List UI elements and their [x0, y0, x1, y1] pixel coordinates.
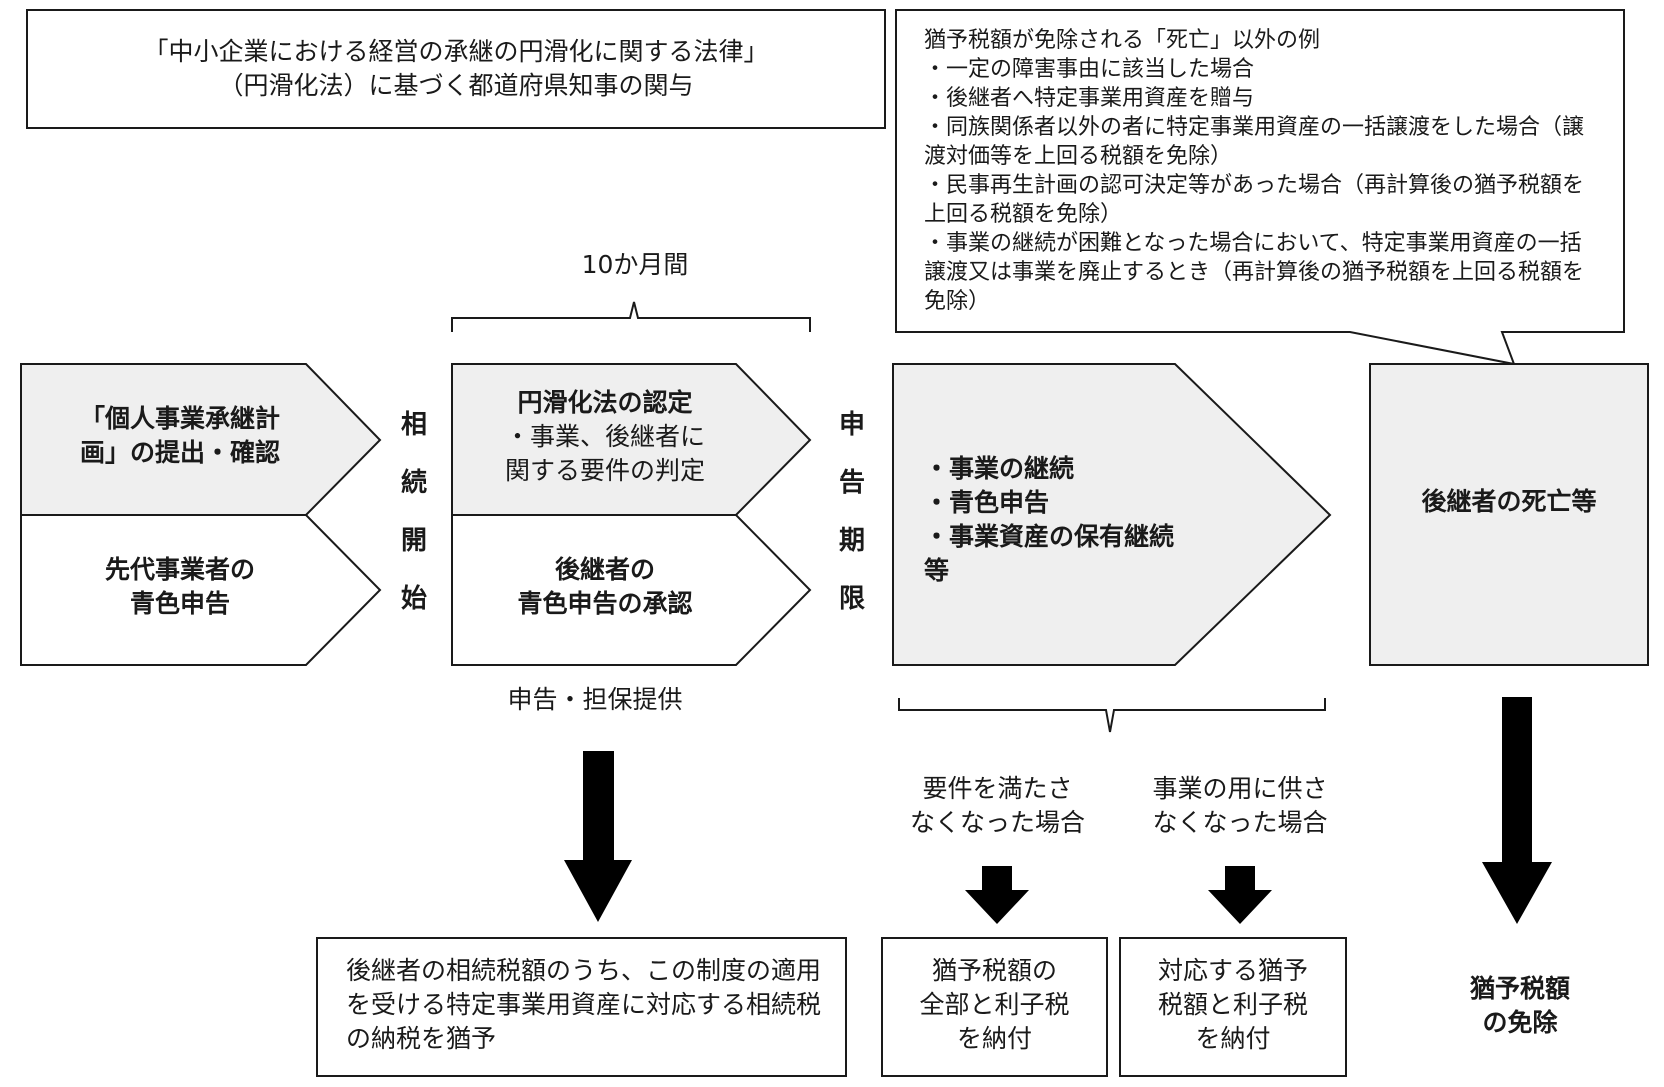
step1-top-label: 「個人事業承継計 画」の提出・確認 — [79, 404, 280, 467]
result-b-box — [1119, 937, 1347, 1077]
result-exempt-text: 猶予税額 の免除 — [1469, 974, 1570, 1037]
callout-item: ・民事再生計画の認可決定等があった場合（再計算後の猶予税額を上回る税額を免除） — [924, 173, 1585, 227]
marker-filing-deadline: 申 告 期 限 — [838, 410, 865, 614]
law-title-line1: 「中小企業における経営の承継の円滑化に関する法律」 — [143, 37, 769, 66]
law-title-line2: （円滑化法）に基づく都道府県知事の関与 — [218, 71, 694, 100]
filing-label: 申告・担保提供 — [507, 685, 683, 714]
arrow-condition-a — [965, 866, 1029, 924]
callout-item: ・一定の障害事由に該当した場合 — [924, 57, 1255, 82]
step2-bottom-shape — [451, 514, 812, 666]
step1-bottom-shape — [20, 514, 382, 666]
period-label: 10か月間 — [581, 250, 689, 279]
callout-item: ・後継者へ特定事業用資産を贈与 — [924, 86, 1255, 111]
callout-item: ・事業の継続が困難となった場合において、特定事業用資産の一括譲渡又は事業を廃止す… — [924, 231, 1585, 314]
step2-top-title: 円滑化法の認定 — [517, 388, 693, 417]
step1-top-shape — [20, 363, 382, 516]
result-a-box — [881, 937, 1108, 1077]
result-a-text: 猶予税額の 全部と利子税 を納付 — [919, 956, 1070, 1053]
arrow-condition-b — [1208, 866, 1272, 924]
marker-inheritance-start: 相 続 開 始 — [400, 410, 427, 614]
period-brace — [451, 301, 811, 332]
callout-item: ・同族関係者以外の者に特定事業用資産の一括譲渡をした場合（譲渡対価等を上回る税額… — [924, 115, 1585, 169]
step2-top-body: ・事業、後継者に 関する要件の判定 — [504, 422, 705, 485]
step4-label: 後継者の死亡等 — [1421, 487, 1597, 516]
arrow-exempt — [1482, 697, 1552, 924]
step1-bottom-label: 先代事業者の 青色申告 — [104, 555, 255, 618]
callout-text: 猶予税額が免除される「死亡」以外の例 ・一定の障害事由に該当した場合 ・後継者へ… — [924, 26, 1584, 316]
step2-top-shape — [451, 363, 812, 516]
step2-bottom-label: 後継者の 青色申告の承認 — [517, 555, 693, 618]
law-box — [26, 9, 886, 129]
callout-box — [895, 9, 1625, 366]
condition-brace — [898, 698, 1326, 733]
condition-a-label: 要件を満たさ なくなった場合 — [909, 774, 1085, 837]
step3-shape — [892, 363, 1332, 666]
result-deferral-text: 後継者の相続税額のうち、この制度の適用を受ける特定事業用資産に対応する相続税の納… — [346, 956, 822, 1053]
result-b-text: 対応する猶予 税額と利子税 を納付 — [1157, 956, 1308, 1053]
callout-title: 猶予税額が免除される「死亡」以外の例 — [924, 28, 1321, 53]
step3-label: ・事業の継続 ・青色申告 ・事業資産の保有継続 等 — [924, 454, 1175, 585]
condition-b-label: 事業の用に供さ なくなった場合 — [1152, 774, 1328, 837]
arrow-deferral — [564, 751, 632, 922]
result-deferral-box — [316, 937, 847, 1077]
step4-shape — [1369, 363, 1649, 666]
